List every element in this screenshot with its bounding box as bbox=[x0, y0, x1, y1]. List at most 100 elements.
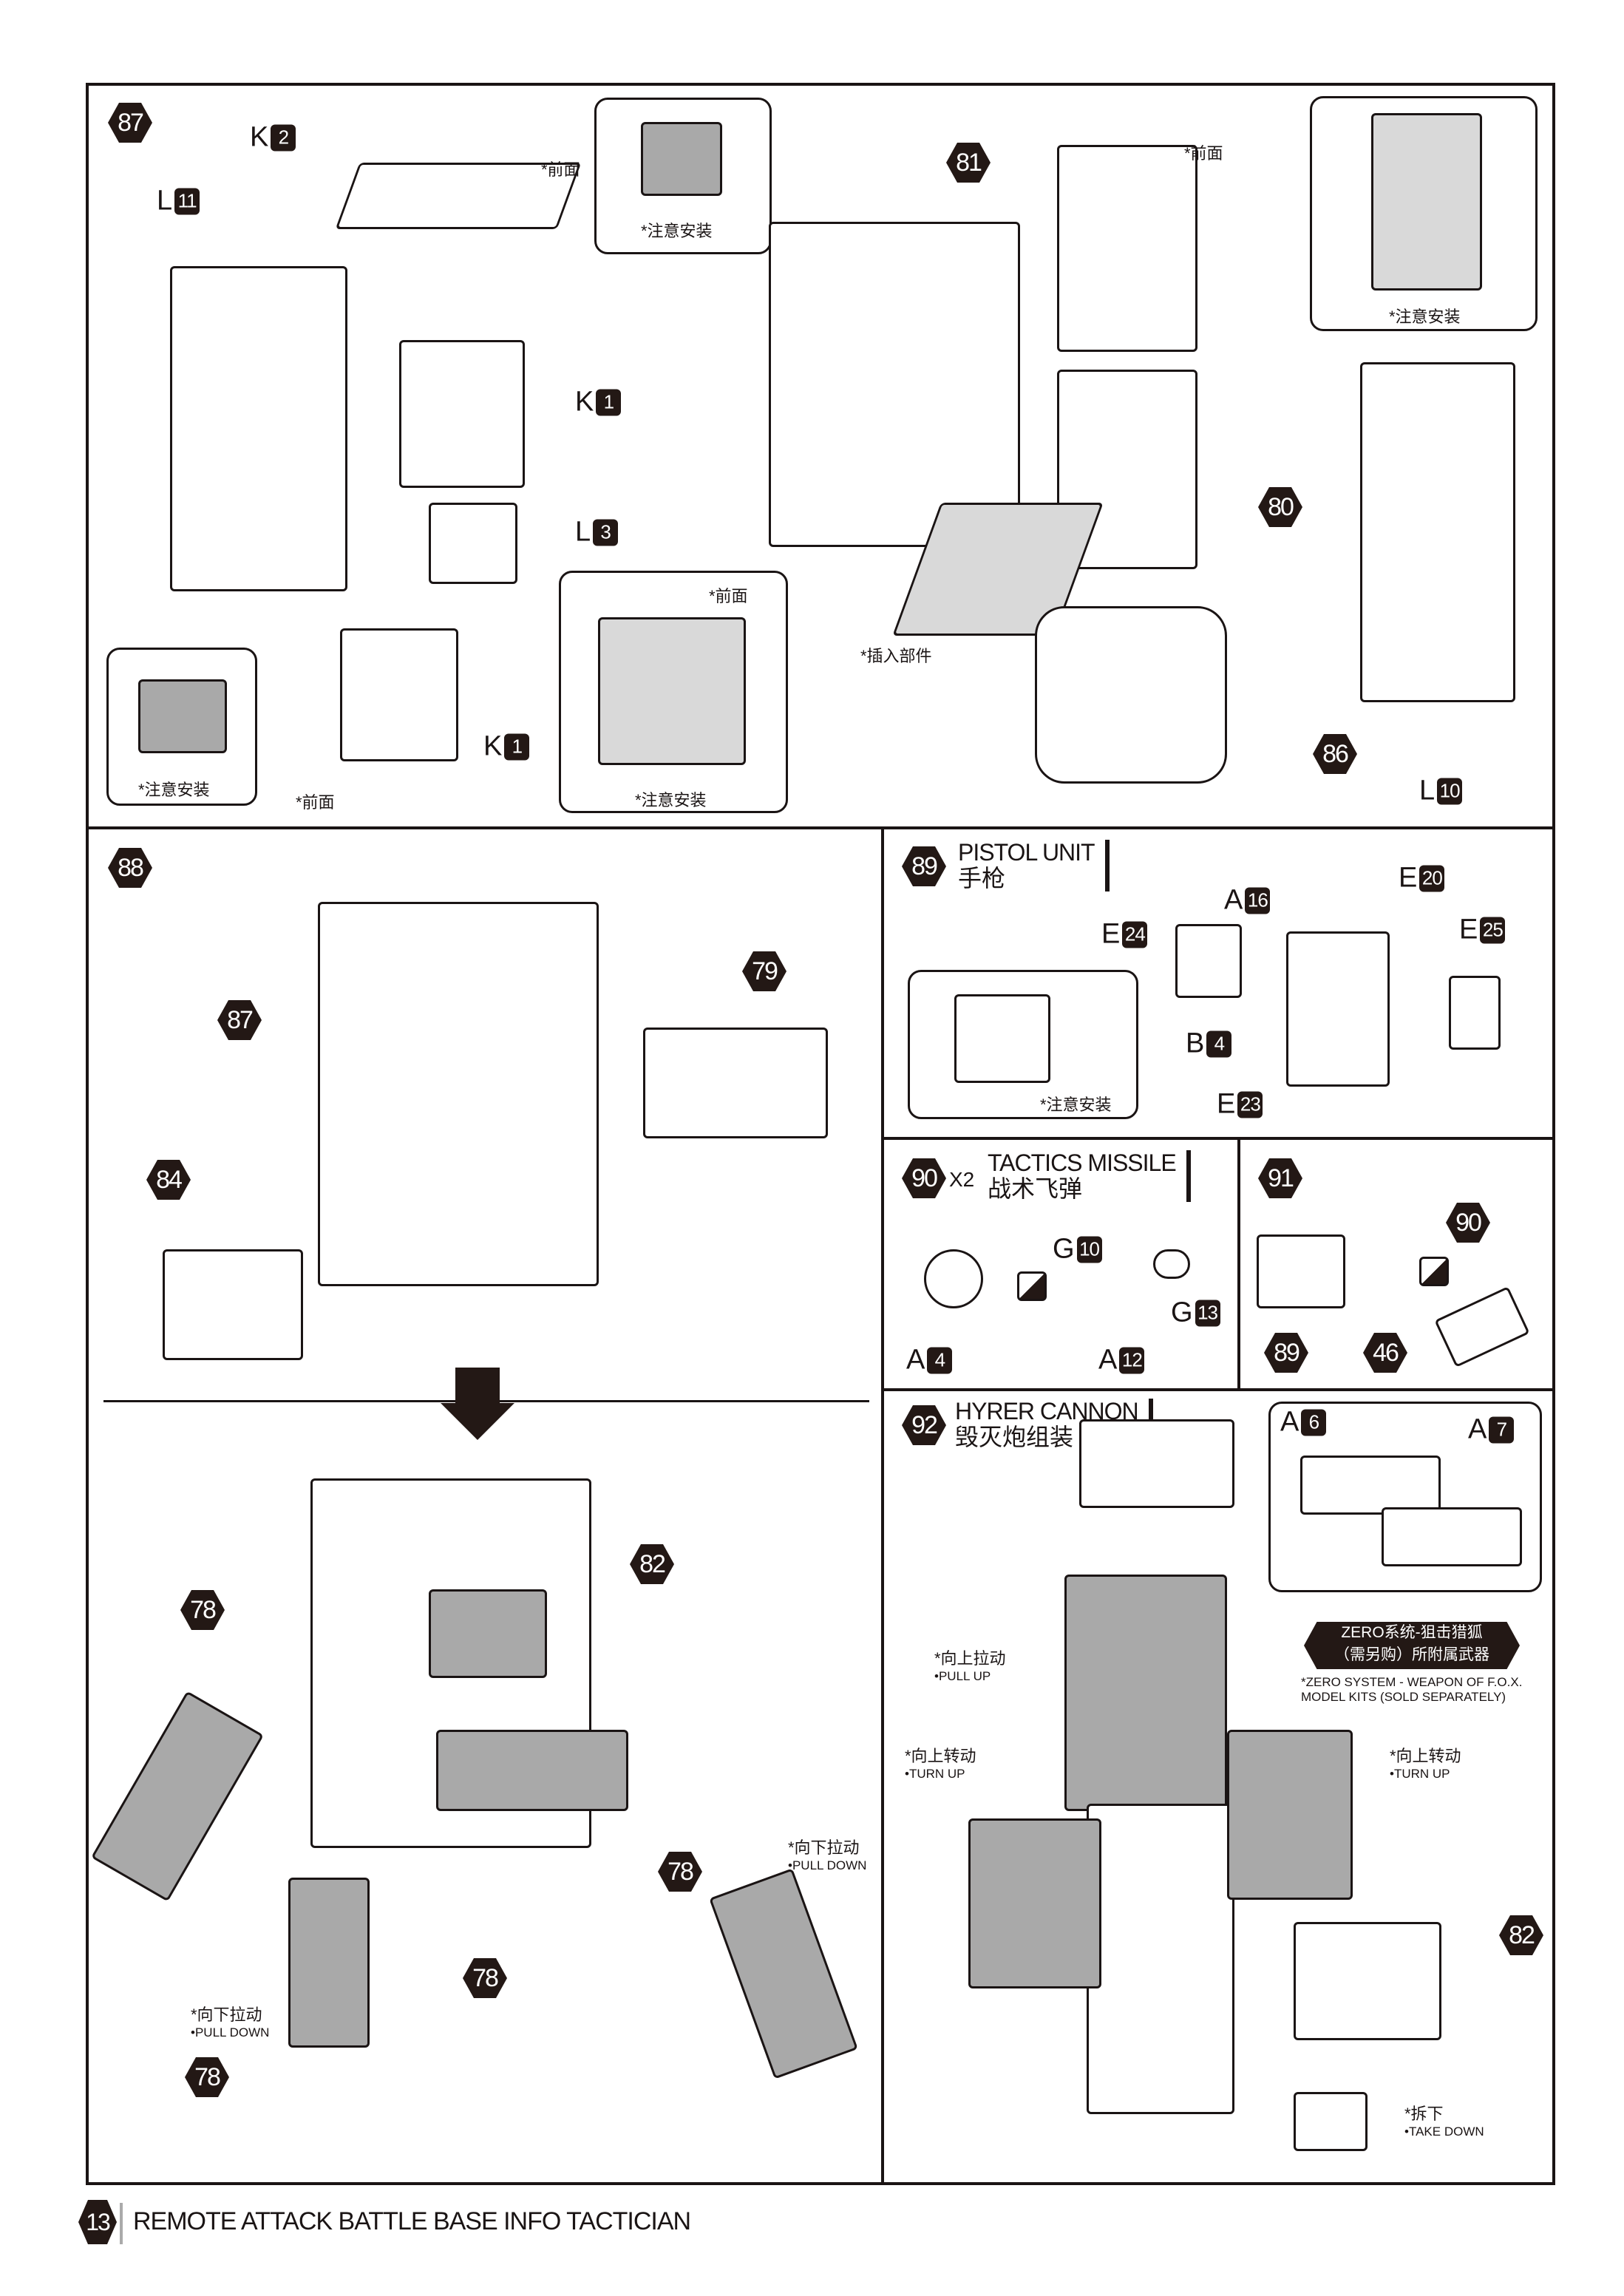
part-drawing bbox=[598, 617, 746, 765]
caution-inset: *注意安装 bbox=[106, 648, 257, 806]
ref-90: 90 bbox=[1446, 1203, 1490, 1243]
page-number: 13 bbox=[78, 2200, 117, 2244]
caution-note: *注意安装 bbox=[635, 791, 707, 809]
cannon-drawing bbox=[436, 1730, 628, 1811]
accessory-badge: ZERO系统-狙击猎狐（需另购）所附属武器 bbox=[1304, 1622, 1520, 1669]
insert-note: *插入部件 bbox=[860, 647, 932, 665]
pistol-part-drawing bbox=[1175, 924, 1242, 998]
part-drawing bbox=[1371, 113, 1482, 291]
base-body-drawing bbox=[318, 902, 599, 1286]
part-drawing bbox=[641, 122, 722, 196]
step-number: 88 bbox=[108, 848, 152, 888]
part-82-drawing bbox=[1294, 1922, 1441, 2040]
footer-title: REMOTE ATTACK BATTLE BASE INFO TACTICIAN bbox=[133, 2207, 691, 2235]
cannon-barrel-drawing bbox=[1087, 1804, 1234, 2114]
caution-note: *注意安装 bbox=[1389, 308, 1461, 326]
panel-part-drawing bbox=[340, 628, 458, 761]
pistol-drawing bbox=[954, 994, 1050, 1083]
clamp-part-drawing bbox=[1079, 1419, 1234, 1508]
turn-up-note: *向上转动•TURN UP bbox=[905, 1747, 976, 1781]
ref-46: 46 bbox=[1363, 1333, 1407, 1373]
ref-84: 84 bbox=[146, 1160, 191, 1200]
step-number: 89 bbox=[902, 846, 946, 886]
divider bbox=[120, 2203, 123, 2244]
page-frame bbox=[86, 83, 1555, 2185]
ref-78: 78 bbox=[180, 1590, 225, 1630]
pull-down-note: *向下拉动•PULL DOWN bbox=[788, 1838, 867, 1872]
part-79-drawing bbox=[643, 1028, 828, 1138]
base-86-drawing bbox=[1035, 606, 1227, 784]
part-a7-drawing bbox=[1382, 1507, 1522, 1566]
down-arrow-icon bbox=[455, 1368, 500, 1405]
ref-89: 89 bbox=[1264, 1333, 1308, 1373]
pull-down-note: *向下拉动•PULL DOWN bbox=[191, 2005, 270, 2039]
ref-86: 86 bbox=[1313, 734, 1357, 774]
leg-78-drawing bbox=[288, 1878, 370, 2048]
part-a6-drawing bbox=[1300, 1456, 1441, 1515]
ratio-icon bbox=[1017, 1271, 1047, 1301]
front-note: *前面 bbox=[709, 587, 748, 605]
take-down-note: *拆下•TAKE DOWN bbox=[1404, 2105, 1484, 2139]
joint-part-drawing bbox=[429, 503, 517, 584]
missile-disc-drawing bbox=[924, 1249, 983, 1308]
down-arrow-icon bbox=[441, 1403, 514, 1440]
cannon-wing-drawing bbox=[968, 1818, 1101, 1988]
caution-note: *注意安装 bbox=[138, 781, 210, 799]
frame-part-drawing bbox=[170, 266, 347, 591]
divider bbox=[1237, 1138, 1240, 1390]
divider bbox=[86, 826, 1555, 829]
detached-part-drawing bbox=[1294, 2092, 1368, 2151]
pistol-drawing bbox=[1257, 1234, 1345, 1308]
ref-78: 78 bbox=[463, 1958, 507, 1998]
caution-inset: *注意安装 bbox=[1310, 96, 1538, 331]
ref-87: 87 bbox=[217, 1000, 262, 1040]
front-note: *前面 bbox=[541, 160, 580, 179]
ref-81: 81 bbox=[946, 143, 991, 183]
step-number: 92 bbox=[902, 1405, 946, 1445]
ref-79: 79 bbox=[742, 951, 786, 991]
ref-78: 78 bbox=[185, 2057, 229, 2097]
panel-part-drawing bbox=[399, 340, 525, 488]
part-82-drawing bbox=[429, 1589, 547, 1678]
cannon-top-drawing bbox=[1064, 1575, 1227, 1811]
frame-part-drawing bbox=[769, 222, 1020, 547]
ref-80: 80 bbox=[1258, 487, 1302, 527]
turn-up-note: *向上转动•TURN UP bbox=[1390, 1747, 1461, 1781]
cannon-wing-drawing bbox=[1227, 1730, 1353, 1900]
front-note: *前面 bbox=[1184, 144, 1223, 163]
pull-up-note: *向上拉动•PULL UP bbox=[934, 1649, 1006, 1683]
part-84-drawing bbox=[163, 1249, 303, 1360]
divider bbox=[883, 1137, 1555, 1140]
step-number: 90 bbox=[902, 1158, 946, 1198]
quantity: X2 bbox=[949, 1168, 975, 1191]
divider bbox=[883, 1388, 1555, 1391]
step-number: 87 bbox=[108, 103, 152, 143]
part-drawing bbox=[138, 679, 227, 753]
pistol-part-drawing bbox=[1449, 976, 1501, 1050]
caution-note: *注意安装 bbox=[1040, 1096, 1112, 1114]
caution-inset: *前面 *注意安装 bbox=[559, 571, 788, 813]
accessory-note: *ZERO SYSTEM - WEAPON OF F.O.X.MODEL KIT… bbox=[1301, 1675, 1523, 1704]
ref-82: 82 bbox=[630, 1544, 674, 1584]
step-number: 91 bbox=[1258, 1158, 1302, 1198]
front-note: *前面 bbox=[296, 793, 335, 812]
